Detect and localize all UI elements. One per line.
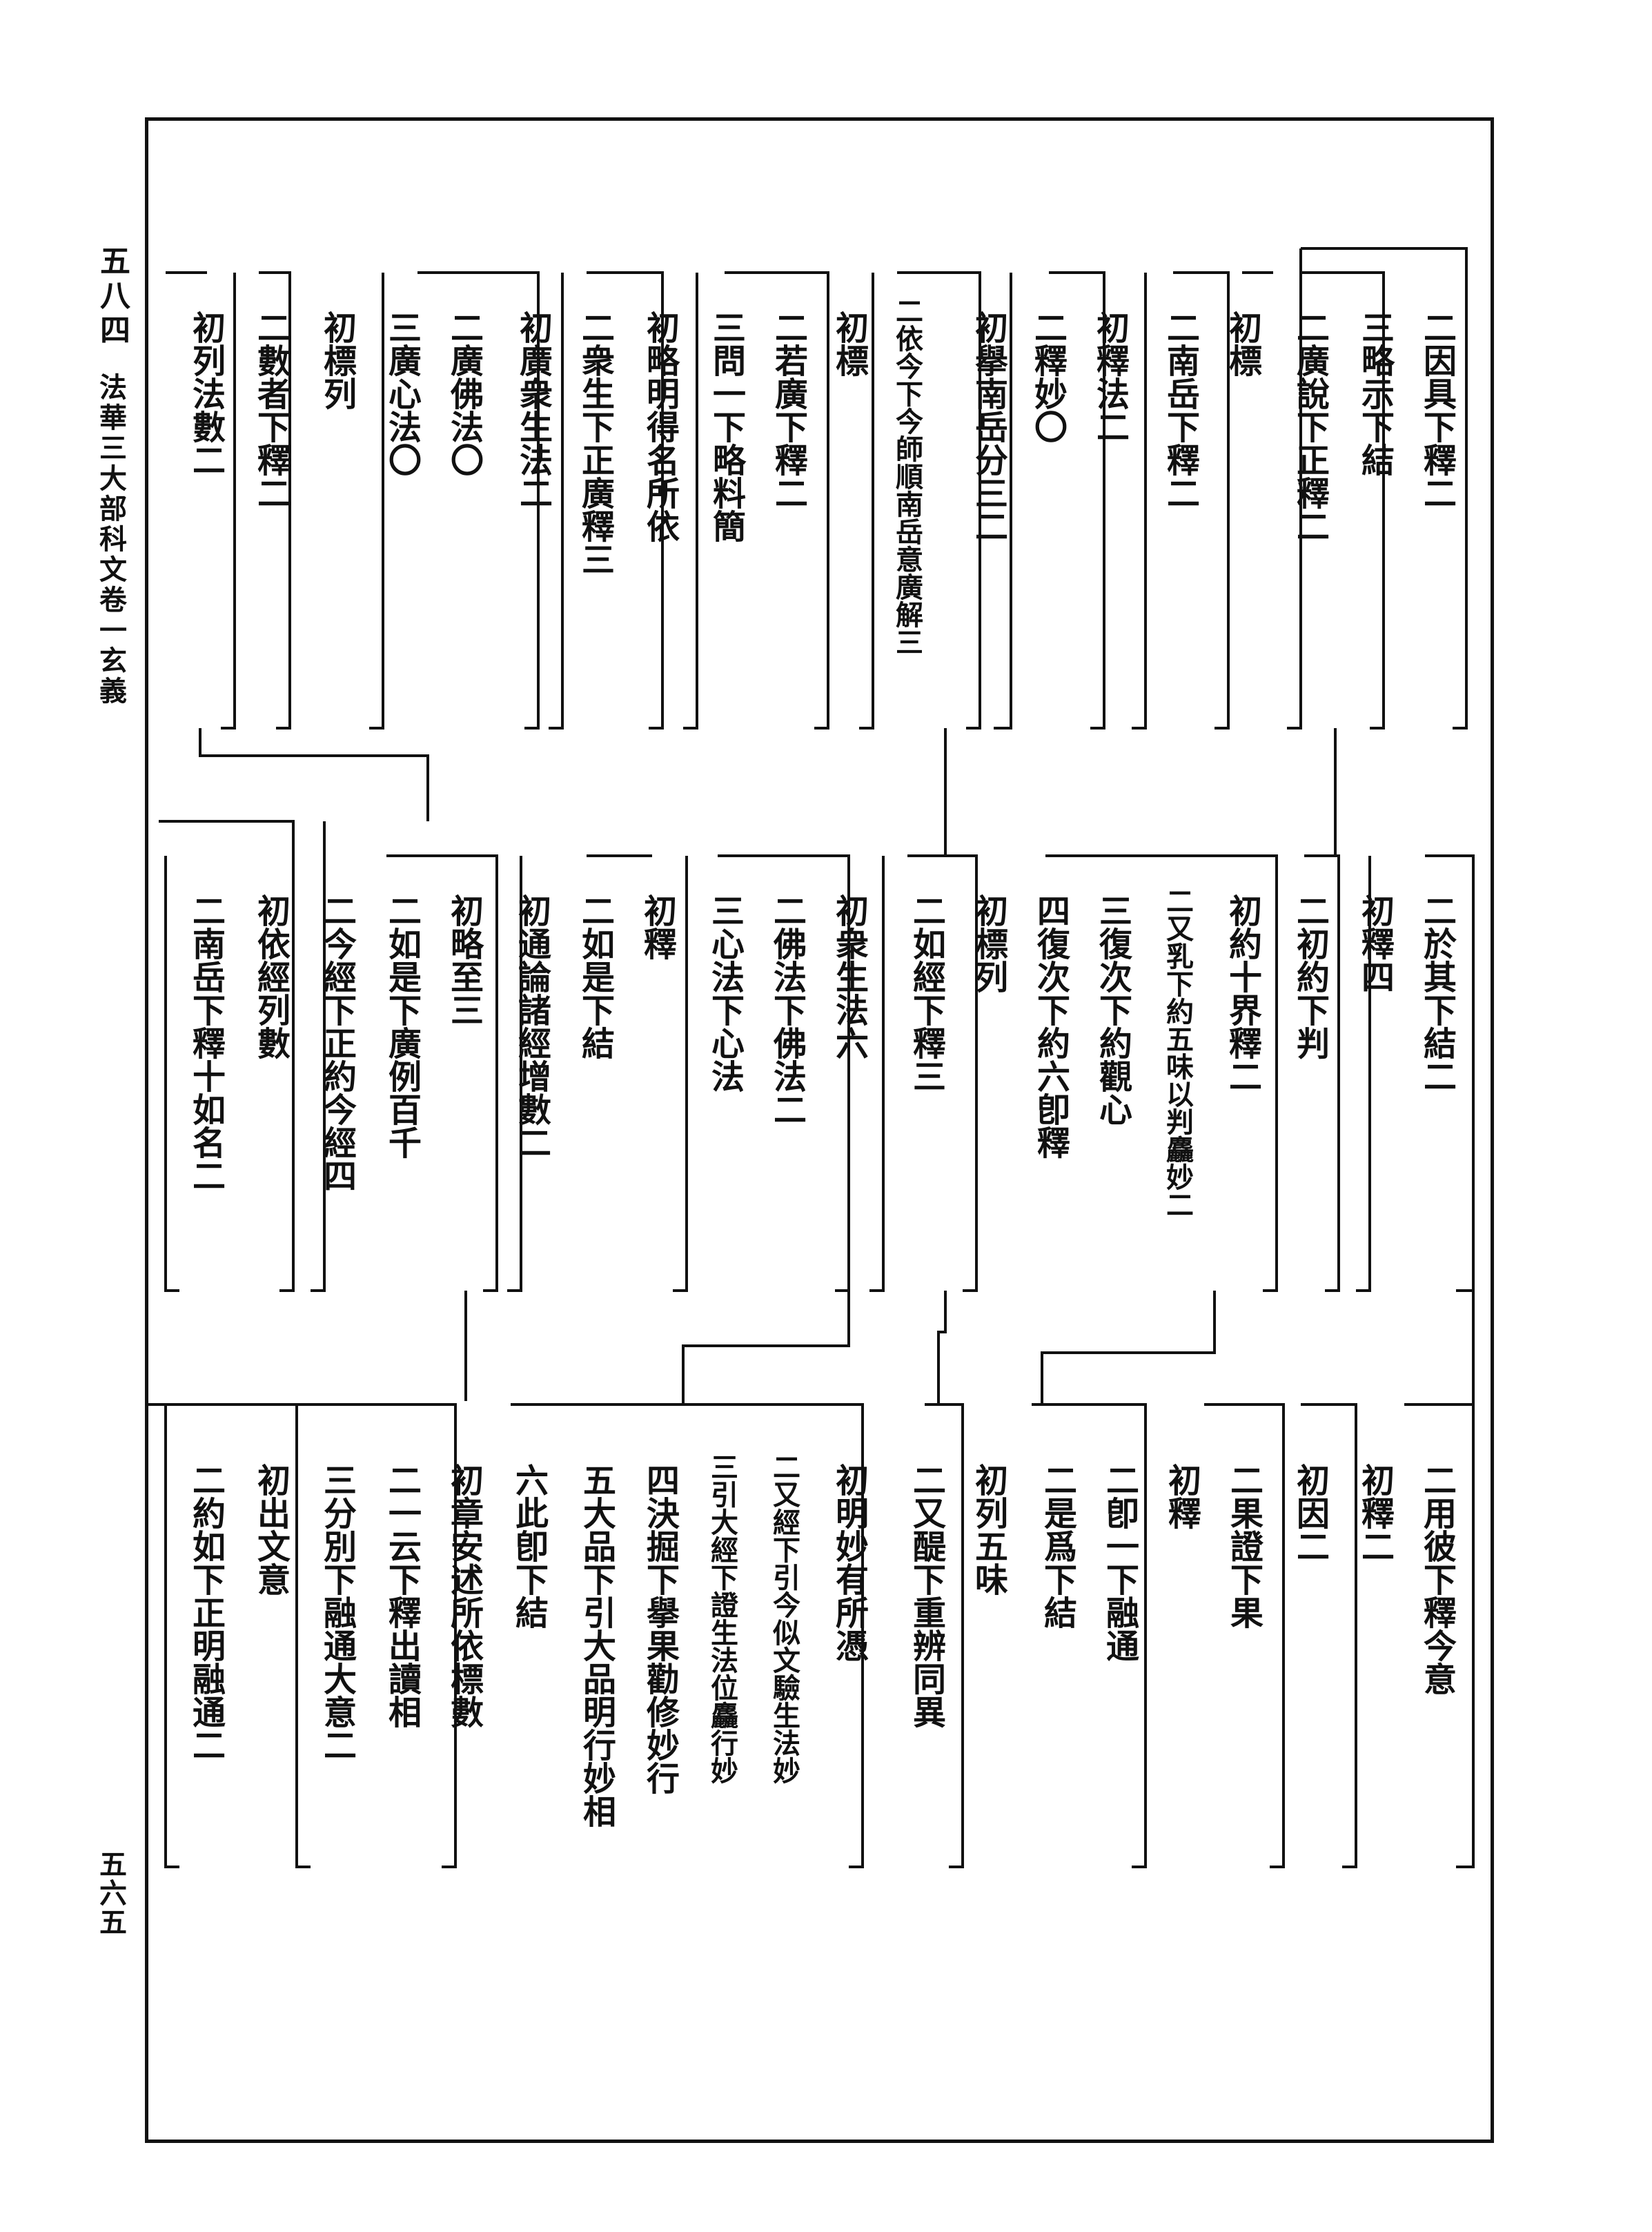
outline-entry: 二用彼下釋今意	[1417, 1463, 1456, 1695]
outline-entry: 初約十界釋二	[1223, 894, 1261, 1093]
outline-entry: 二廣佛法〇	[444, 311, 483, 476]
outline-entry: 初列五味	[969, 1463, 1007, 1596]
outline-entry: 三問一下略料簡	[707, 311, 745, 542]
outline-entry: 初廣衆生法二	[513, 311, 552, 509]
outline-entry: 二衆生下正廣釋三	[576, 311, 614, 576]
outline-entry: 二如經下釋三	[907, 894, 945, 1093]
outline-entry: 二果證下果	[1224, 1463, 1263, 1629]
outline-entry: 初因二	[1290, 1463, 1329, 1563]
outline-entry: 二如是下結	[576, 894, 614, 1059]
outline-entry: 三心法下心法	[705, 894, 744, 1093]
outline-entry: 二初約下判	[1290, 894, 1329, 1059]
outline-entry: 五大品下引大品明行妙相	[577, 1463, 616, 1828]
book-title: 法華三大部科文卷一玄義	[95, 373, 127, 707]
outline-entry: 初標列	[317, 311, 356, 410]
outline-entry: 二數者下釋二	[251, 311, 290, 509]
outline-entry: 二南岳下釋二	[1161, 311, 1199, 509]
outline-entry: 初擧南岳分三二	[969, 311, 1007, 542]
outline-entry: 初釋	[638, 894, 676, 960]
outline-entry: 二於其下結二	[1417, 894, 1456, 1093]
outline-entry: 二釋妙〇	[1028, 311, 1067, 443]
outline-entry: 二約如下正明融通二	[186, 1463, 225, 1761]
outline-entry: 三復次下約觀心	[1093, 894, 1132, 1126]
outline-entry: 三廣心法〇	[382, 311, 421, 476]
outline-entry: 初出文意	[251, 1463, 290, 1596]
outline-entry: 六此卽下結	[509, 1463, 548, 1629]
outline-entry: 初略至三	[444, 894, 483, 1026]
outline-entry: 初標	[829, 311, 868, 377]
outline-entry: 二佛法下佛法二	[767, 894, 806, 1126]
outline-entry: 二一云下釋出讀相	[382, 1463, 421, 1728]
outline-entry: 二若廣下釋二	[769, 311, 807, 509]
section-label: 玄義	[95, 646, 127, 707]
outline-entry: 二又經下引今似文驗生法妙	[768, 1453, 800, 1784]
outline-entry: 二今經下正約今經四	[317, 894, 356, 1192]
outline-entry: 初章安述所依標數	[444, 1463, 483, 1728]
outline-entry: 二是爲下結	[1038, 1463, 1076, 1629]
outline-entry: 初列法數二	[186, 311, 225, 476]
outline-entry: 初標	[1223, 311, 1261, 377]
outline-entry: 四復次下約六卽釋	[1031, 894, 1070, 1159]
outline-entry: 二南岳下釋十如名二	[186, 894, 225, 1192]
book-title-text: 法華三大部科文卷一	[95, 373, 127, 646]
outline-entry: 初略明得名所依	[640, 311, 679, 542]
outline-entry: 三分別下融通大意二	[317, 1463, 356, 1761]
page-number: 五八四	[95, 245, 130, 349]
outline-entry: 初明妙有所憑	[829, 1463, 868, 1662]
outline-entry: 二依今下今師順南岳意廣解三	[891, 297, 923, 656]
outline-entry: 二因具下釋二	[1417, 311, 1456, 509]
outline-entry: 二又醍下重辨同異	[907, 1463, 945, 1728]
outline-entry: 初釋	[1162, 1463, 1201, 1529]
outline-entry: 初標列	[969, 894, 1007, 993]
outline-entry: 三略示下結	[1355, 311, 1394, 476]
outline-entry: 二廣說下正釋二	[1290, 311, 1329, 542]
right-page-number: 五六五	[95, 1850, 127, 1937]
outline-entry: 初依經列數	[251, 894, 290, 1059]
outline-entry: 二卽一下融通	[1100, 1463, 1139, 1662]
outline-entry: 二如是下廣例百千	[382, 894, 421, 1159]
outline-entry: 初釋四	[1355, 894, 1394, 993]
outline-entry: 二又乳下約五味以判麤妙二	[1161, 887, 1194, 1218]
outline-entry: 初通論諸經增數二	[512, 894, 551, 1159]
outline-entry: 初衆生法六	[829, 894, 868, 1059]
outline-entry: 四決掘下擧果勸修妙行	[640, 1463, 679, 1794]
outline-entry: 初釋法二	[1090, 311, 1129, 443]
outline-entry: 初釋二	[1355, 1463, 1394, 1563]
outline-entry: 三引大經下證生法位麤行妙	[706, 1453, 738, 1784]
page-frame	[145, 117, 1494, 2143]
